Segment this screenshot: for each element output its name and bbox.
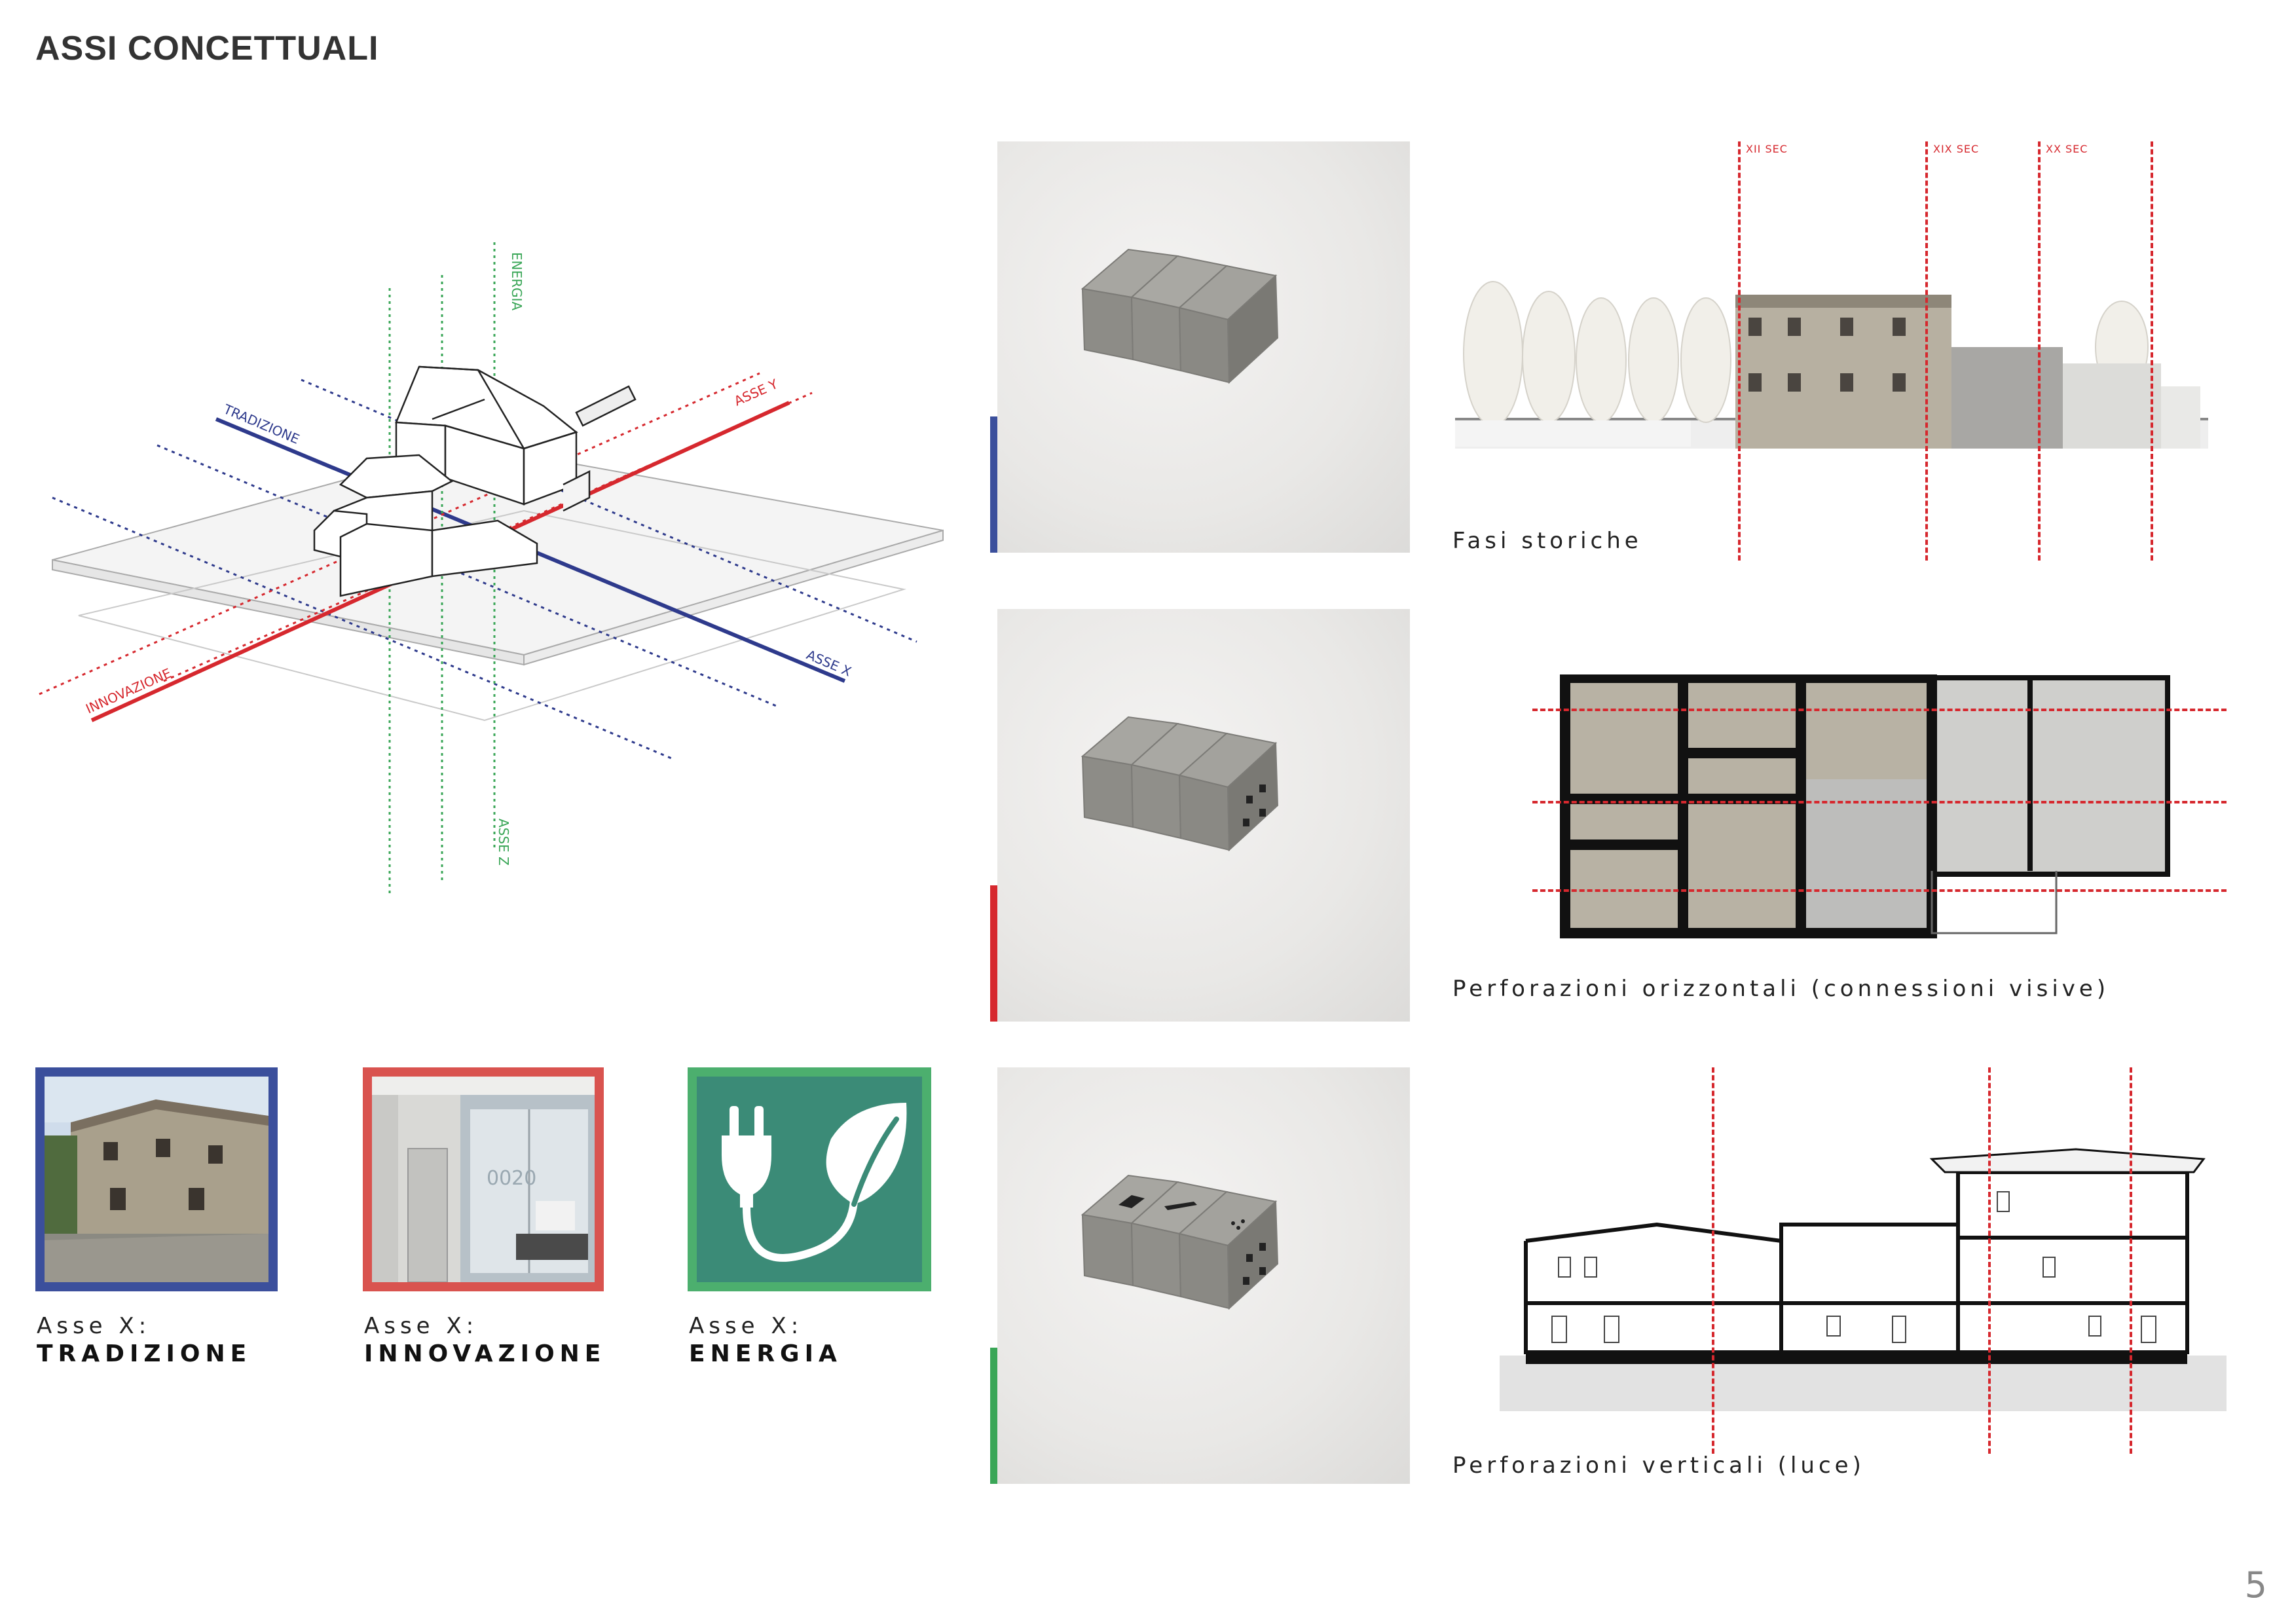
row2-color-bar xyxy=(990,885,999,1022)
page-number: 5 xyxy=(2244,1564,2267,1606)
row1-section-line-2 xyxy=(1925,141,1928,561)
svg-text:0020: 0020 xyxy=(487,1167,536,1190)
card-innovazione-name: INNOVAZIONE xyxy=(364,1340,606,1367)
row3-caption: Perforazioni verticali (luce) xyxy=(1452,1452,1865,1479)
row2-floor-plan xyxy=(1560,674,2170,938)
office-interior-photo-icon: 0020 xyxy=(372,1077,595,1282)
row1-section-line-3 xyxy=(2038,141,2041,561)
row1-block-photo xyxy=(997,141,1410,553)
axonometric-diagram: TRADIZIONE INNOVAZIONE ENERGIA ASSE X AS… xyxy=(39,242,944,897)
row2-caption: Perforazioni orizzontali (connessioni vi… xyxy=(1452,976,2110,1002)
card-tradizione xyxy=(35,1067,278,1291)
stone-farmhouse-photo-icon xyxy=(45,1077,268,1282)
section-label-xix: XIX SEC xyxy=(1933,143,1980,155)
card-energia-prefix: Asse X: xyxy=(689,1313,804,1339)
row2-section-line-2 xyxy=(1532,801,2227,803)
card-innovazione-prefix: Asse X: xyxy=(364,1313,479,1339)
concrete-blocks-model xyxy=(1081,1174,1279,1310)
page-title: ASSI CONCETTUALI xyxy=(35,29,379,67)
section-label-xx: XX SEC xyxy=(2046,143,2088,155)
row1-section-line-4 xyxy=(2151,141,2153,561)
label-energia: ENERGIA xyxy=(509,252,525,311)
row3-section-line-3 xyxy=(2130,1067,2132,1454)
farmhouse-model xyxy=(313,365,637,597)
row3-section-line-1 xyxy=(1712,1067,1714,1454)
row1-caption: Fasi storiche xyxy=(1452,528,1642,554)
row2-section-line-3 xyxy=(1532,889,2227,892)
row2-block-photo xyxy=(997,609,1410,1022)
label-asse-z: ASSE Z xyxy=(496,819,511,866)
card-energia xyxy=(688,1067,931,1291)
row3-section-line-2 xyxy=(1988,1067,1991,1454)
card-tradizione-prefix: Asse X: xyxy=(37,1313,151,1339)
row3-color-bar xyxy=(990,1348,999,1484)
row3-block-photo xyxy=(997,1067,1410,1484)
row2-section-line-1 xyxy=(1532,709,2227,711)
row1-color-bar xyxy=(990,416,999,553)
card-innovazione: 0020 xyxy=(363,1067,604,1291)
row1-section-line-1 xyxy=(1738,141,1741,561)
concrete-blocks-model xyxy=(1081,248,1279,384)
row1-elevation-drawing xyxy=(1455,281,2208,449)
concrete-blocks-model xyxy=(1081,716,1279,852)
card-tradizione-name: TRADIZIONE xyxy=(37,1340,252,1367)
label-asse-y: ASSE Y xyxy=(731,376,781,409)
card-energia-name: ENERGIA xyxy=(689,1340,842,1367)
plug-leaf-icon xyxy=(697,1077,922,1282)
row3-building-section xyxy=(1500,1148,2227,1411)
section-label-xii: XII SEC xyxy=(1746,143,1788,155)
label-tradizione: TRADIZIONE xyxy=(221,401,302,447)
